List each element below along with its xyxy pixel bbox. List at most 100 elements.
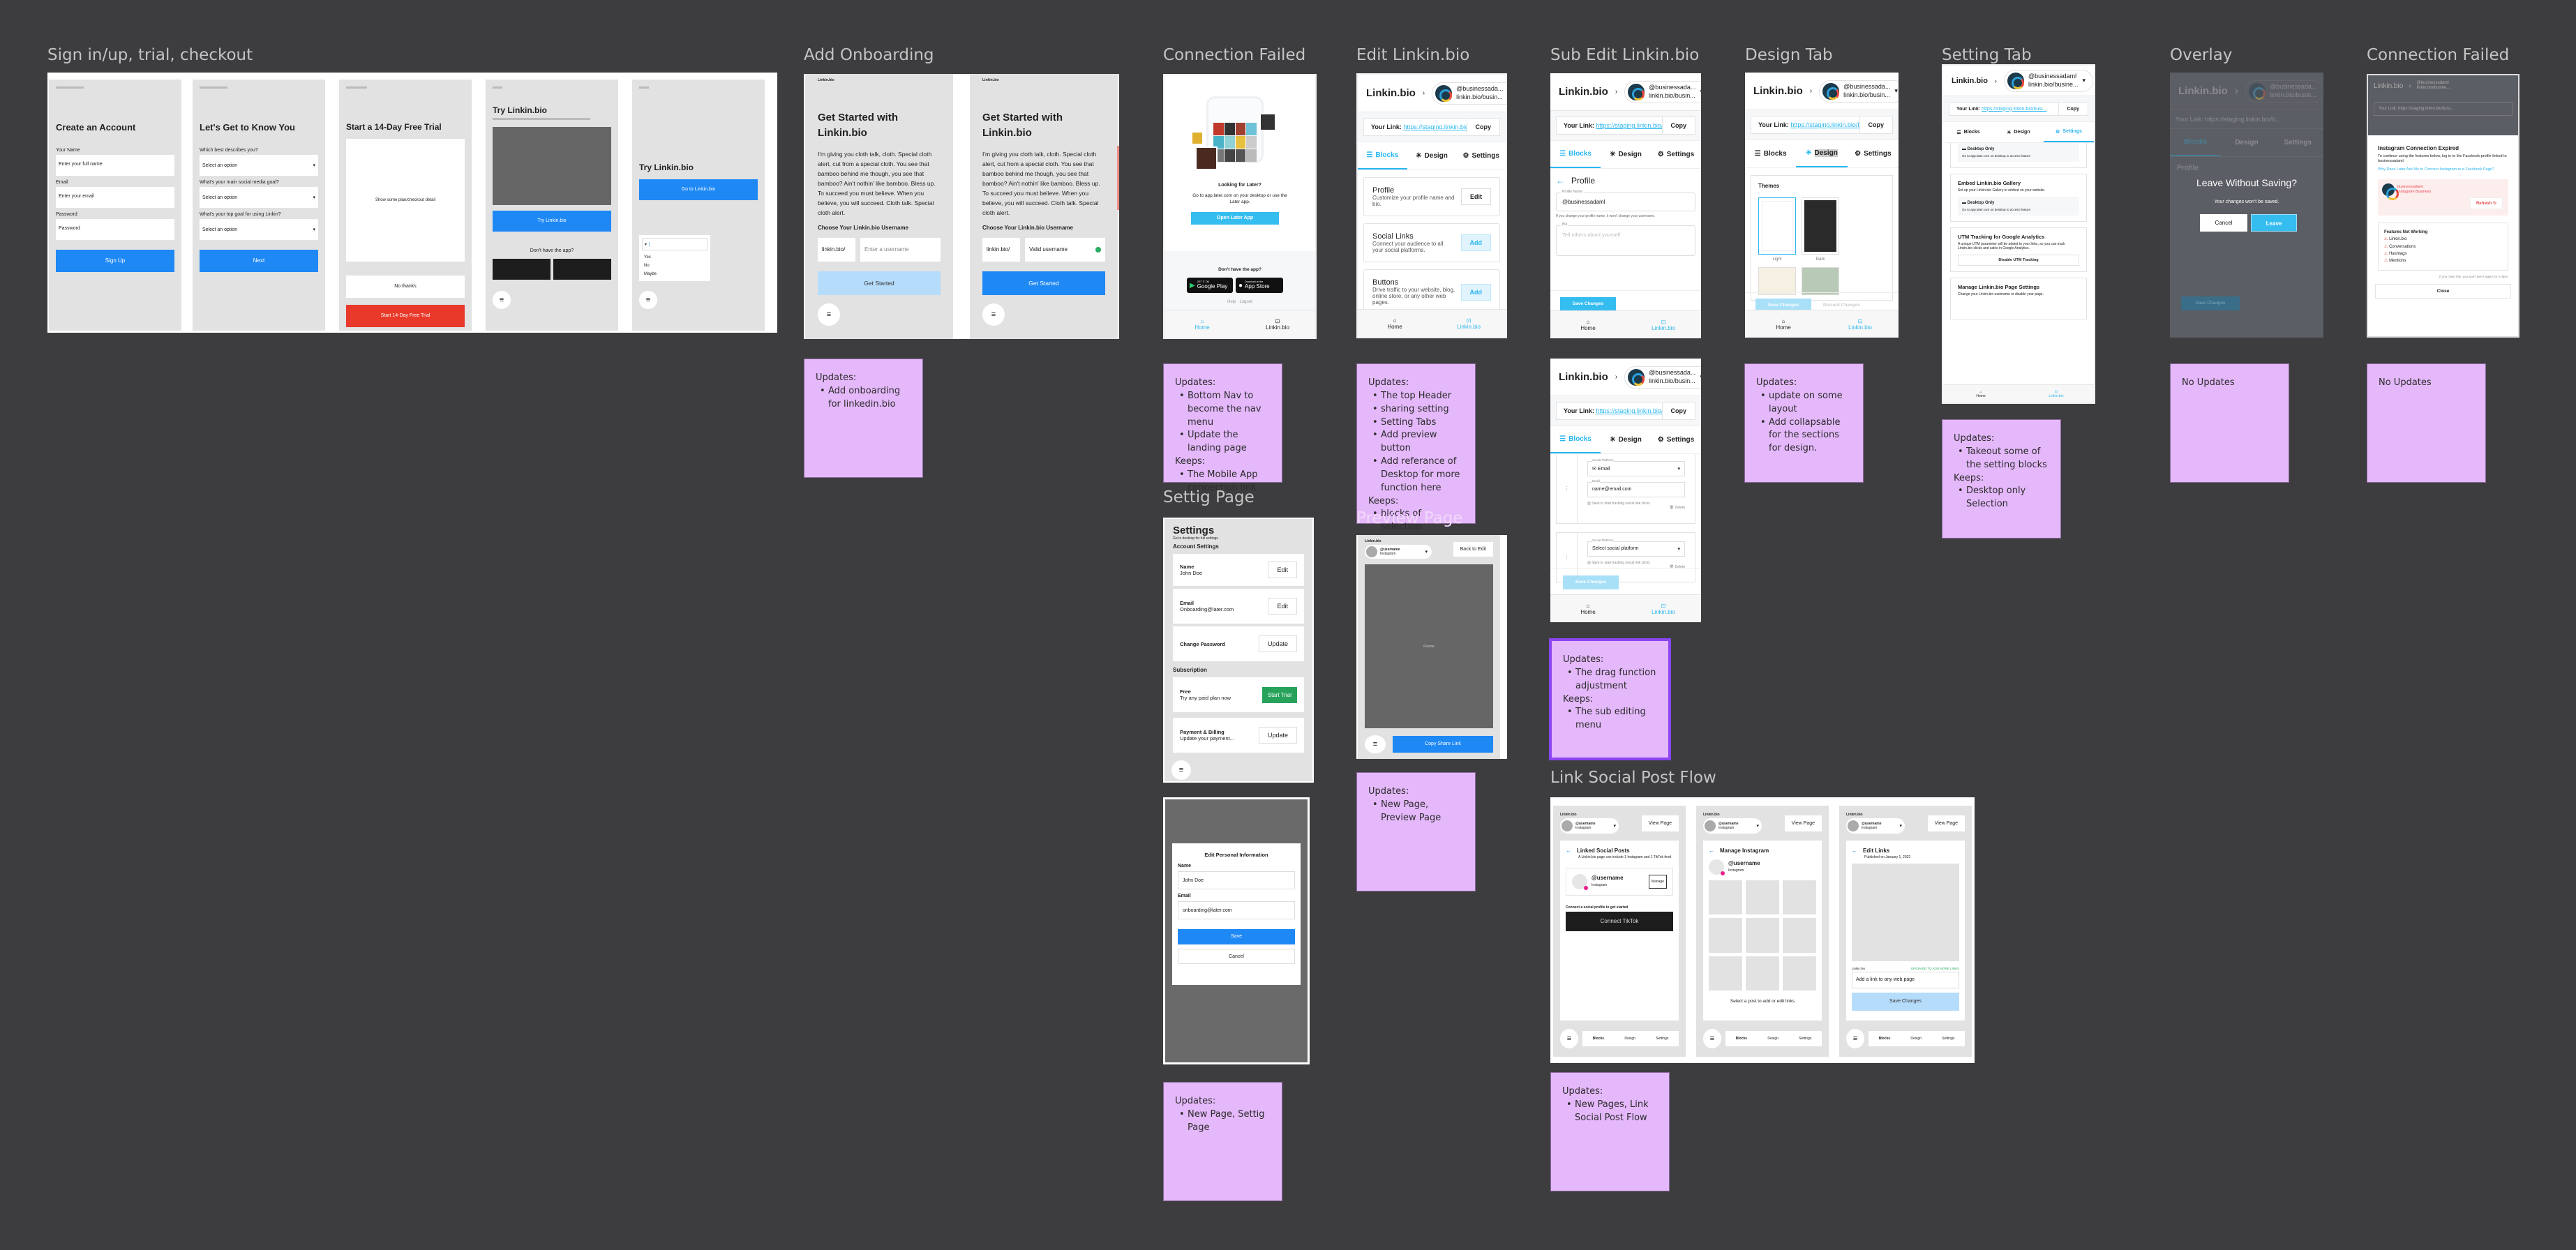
nav-linkin[interactable]: ⊡Linkin.bio bbox=[1626, 595, 1701, 622]
tab-design[interactable]: Design bbox=[1624, 1037, 1635, 1041]
post-thumbnail[interactable] bbox=[1709, 956, 1742, 991]
manage-button[interactable]: Manage bbox=[1648, 875, 1667, 889]
tab-settings[interactable]: ⚙Settings bbox=[1651, 141, 1701, 168]
menu-fab[interactable]: ≡ bbox=[1703, 1029, 1721, 1048]
copy-share-link-button[interactable]: Copy Share Link bbox=[1393, 736, 1493, 753]
option-select[interactable]: Select an option▾ bbox=[200, 155, 318, 176]
delete-button[interactable]: 🗑 Delete bbox=[1587, 565, 1685, 569]
back-to-edit-button[interactable]: Back to Edit bbox=[1453, 541, 1493, 557]
upgrade-link[interactable]: UPGRADE TO ADD MORE LINKS bbox=[1910, 967, 1959, 970]
tab-settings[interactable]: ⚙Settings bbox=[2044, 122, 2094, 142]
social-platform-select[interactable]: Social Platform✉ Email▾ bbox=[1587, 458, 1685, 476]
tab-design[interactable]: ✳Design bbox=[1601, 426, 1651, 453]
link-url-input[interactable]: Add a link to any web page bbox=[1852, 972, 1959, 988]
username-input[interactable]: Valid username bbox=[1025, 237, 1105, 262]
theme-sage[interactable] bbox=[1802, 267, 1839, 295]
options-dropdown[interactable]: ▾ Yes No Maybe bbox=[639, 235, 710, 281]
go-linkin-button[interactable]: Go to Linkin.bio bbox=[639, 179, 758, 200]
tab-blocks[interactable]: ☰Blocks bbox=[1745, 140, 1796, 167]
copy-button[interactable]: Copy bbox=[1661, 402, 1695, 419]
back-arrow-icon[interactable]: ← bbox=[1709, 848, 1714, 854]
menu-fab[interactable]: ≡ bbox=[1365, 735, 1386, 753]
tab-blocks[interactable]: Blocks bbox=[1592, 1037, 1605, 1041]
tab-blocks[interactable]: ☰Blocks bbox=[1943, 122, 1993, 142]
update-password-button[interactable]: Update bbox=[1258, 635, 1297, 652]
nav-home[interactable]: ⌂Home bbox=[1745, 310, 1822, 338]
account-switcher[interactable]: @businessada...linkin.bio/busin...▾ bbox=[1624, 366, 1701, 389]
your-link-url[interactable]: https://staging.linkin.bio/busi... bbox=[1982, 106, 2047, 112]
disable-utm-button[interactable]: Disable UTM Tracking bbox=[1958, 255, 2079, 266]
leave-button[interactable]: Leave bbox=[2251, 214, 2297, 232]
edit-name-button[interactable]: Edit bbox=[1268, 562, 1297, 578]
scrollbar-thumb[interactable] bbox=[1117, 146, 1119, 210]
nav-linkin[interactable]: ⊡Linkin.bio bbox=[1240, 310, 1315, 338]
google-play-badge[interactable] bbox=[493, 259, 551, 280]
email-input[interactable]: Enter your email bbox=[56, 187, 174, 208]
nav-home[interactable]: ⌂Home bbox=[1550, 595, 1626, 622]
tab-settings[interactable]: Settings bbox=[1942, 1037, 1955, 1041]
copy-button[interactable]: Copy bbox=[1859, 116, 1893, 133]
menu-fab[interactable]: ≡ bbox=[493, 291, 511, 309]
menu-fab[interactable]: ≡ bbox=[1560, 1029, 1578, 1048]
tab-design[interactable]: Design bbox=[1910, 1037, 1922, 1041]
nav-linkin[interactable]: ⊡Linkin.bio bbox=[1626, 311, 1701, 338]
get-started-button[interactable]: Get Started bbox=[982, 271, 1105, 295]
close-button[interactable]: Close bbox=[2375, 284, 2511, 299]
copy-button[interactable]: Copy bbox=[1466, 119, 1500, 135]
nav-home[interactable]: ⌂Home bbox=[1943, 385, 2019, 402]
sign-up-button[interactable]: Sign Up bbox=[56, 250, 174, 272]
post-thumbnail[interactable] bbox=[1709, 880, 1742, 915]
save-changes-button-disabled[interactable]: Save Changes bbox=[1563, 575, 1619, 589]
dropdown-option[interactable]: No bbox=[644, 264, 650, 268]
next-button[interactable]: Next bbox=[200, 250, 318, 272]
account-switcher[interactable]: @businessada...linkin.bio/busin...▾ bbox=[1624, 80, 1701, 103]
tab-settings[interactable]: Settings bbox=[1799, 1037, 1812, 1041]
copy-button[interactable]: Copy bbox=[2058, 103, 2088, 115]
tab-blocks[interactable]: Blocks bbox=[1735, 1037, 1748, 1041]
your-link-url[interactable]: https://staging.linkin.bio/b... bbox=[1790, 121, 1859, 128]
help-link[interactable]: Help bbox=[1227, 300, 1236, 304]
view-page-button[interactable]: View Page bbox=[1641, 815, 1679, 831]
get-started-button-disabled[interactable]: Get Started bbox=[818, 271, 941, 295]
delete-button[interactable]: 🗑 Delete bbox=[1587, 506, 1685, 510]
tab-design[interactable]: ✳Design bbox=[1407, 142, 1457, 170]
dropdown-option[interactable]: Yes bbox=[644, 255, 651, 259]
name-input[interactable]: John Doe bbox=[1178, 871, 1295, 889]
save-changes-button[interactable]: Save Changes bbox=[1560, 297, 1616, 311]
start-trial-button[interactable]: Start 14-Day Free Trial bbox=[346, 305, 465, 327]
post-thumbnail[interactable] bbox=[1746, 918, 1779, 953]
tab-design[interactable]: ✳Design bbox=[1601, 141, 1651, 168]
theme-cream[interactable] bbox=[1758, 267, 1796, 295]
menu-fab[interactable]: ≡ bbox=[639, 291, 657, 309]
discard-changes-button[interactable]: Discard Changes bbox=[1823, 303, 1861, 308]
tab-blocks[interactable]: Blocks bbox=[1878, 1037, 1891, 1041]
post-thumbnail[interactable] bbox=[1783, 918, 1816, 953]
menu-fab[interactable]: ≡ bbox=[982, 303, 1005, 326]
view-page-button[interactable]: View Page bbox=[1927, 815, 1965, 831]
post-thumbnail[interactable] bbox=[1783, 880, 1816, 915]
why-connect-link[interactable]: Why Does Later Ask Me to Connect Instagr… bbox=[2378, 167, 2494, 172]
save-changes-button[interactable]: Save Changes bbox=[1852, 993, 1959, 1011]
tab-settings[interactable]: ⚙Settings bbox=[1456, 142, 1506, 170]
no-thanks-button[interactable]: No thanks bbox=[346, 276, 465, 298]
save-button[interactable]: Save bbox=[1178, 929, 1295, 944]
copy-button[interactable]: Copy bbox=[1661, 117, 1695, 134]
profile-name-input[interactable]: Profile Name@businessadaml bbox=[1556, 190, 1695, 211]
option-select[interactable]: Select an option▾ bbox=[200, 219, 318, 240]
account-switcher[interactable]: @businessada...linkin.bio/busin...▾ bbox=[1819, 80, 1899, 103]
nav-linkin[interactable]: ⊡Linkin.bio bbox=[1432, 310, 1506, 337]
drag-handle-icon[interactable]: ⋮ bbox=[1557, 533, 1578, 582]
tab-settings[interactable]: ⚙Settings bbox=[1651, 426, 1701, 453]
tab-blocks[interactable]: ☰Blocks bbox=[1358, 142, 1407, 170]
tab-settings[interactable]: ⚙Settings bbox=[1848, 140, 1899, 167]
your-link-url[interactable]: https://staging.linkin.bio/b... bbox=[1596, 407, 1661, 414]
